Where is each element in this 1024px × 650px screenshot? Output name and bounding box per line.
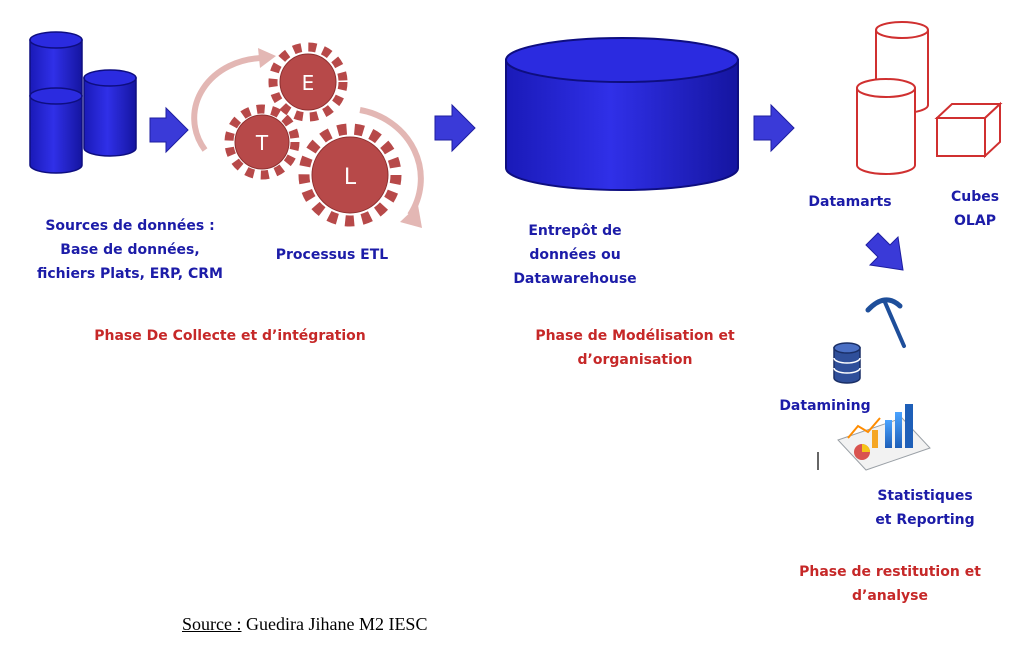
gear-e-icon: E [268,42,348,122]
phase-restitution-label: Phase de restitution et d’analyse [780,560,1000,608]
arrow-down-right-icon [865,232,904,271]
warehouse-label: Entrepôt de données ou Datawarehouse [490,219,660,291]
datamarts-icon [856,21,929,175]
phase-modelisation-line: Phase de Modélisation et [535,328,735,344]
statistics-chart-icon [817,404,931,471]
source-text: Guedira Jihane M2 IESC [241,614,428,634]
gear-t-icon: T [224,104,300,180]
phase-modelisation-label: Phase de Modélisation et d’organisation [515,324,755,372]
data-warehouse-icon [505,37,739,191]
source-prefix: Source : [182,614,242,634]
arrow-right-icon [753,103,795,153]
source-cylinder-back [83,69,137,157]
cubes-olap-label: Cubes OLAP [935,185,1015,233]
phase-restitution-line: d’analyse [852,588,928,604]
phase-collecte-label: Phase De Collecte et d’intégration [94,328,366,344]
pickaxe-icon [865,297,906,348]
warehouse-label-line: données ou [529,247,621,263]
database-stack-icon [833,342,861,384]
gear-t-letter: T [255,131,269,155]
cycle-arc [191,54,266,152]
cubes-label-line: OLAP [954,213,996,229]
source-cylinder-top [29,31,83,104]
gear-l-icon: L [298,123,402,227]
phase-restitution-line: Phase de restitution et [799,564,981,580]
cycle-arc [359,107,424,217]
warehouse-label-line: Entrepôt de [528,223,622,239]
statistics-label-line: et Reporting [875,512,975,528]
source-caption: Source : Guedira Jihane M2 IESC [182,614,427,635]
statistics-label-line: Statistiques [877,488,973,504]
statistics-label: Statistiques et Reporting [850,484,1000,532]
arrow-right-icon [149,106,189,154]
source-cylinder-bottom [29,87,83,174]
gear-e-letter: E [302,71,315,95]
datamining-label: Datamining [779,398,871,414]
phase-modelisation-line: d’organisation [577,352,693,368]
cycle-arc-head [400,205,422,228]
olap-cube-icon [934,101,1003,159]
sources-label-line: Sources de données : [45,218,215,234]
cycle-arc-head [258,48,276,68]
etl-process-icon: E T L [191,42,424,228]
datamarts-label: Datamarts [808,194,892,210]
cubes-label-line: Cubes [950,189,1000,205]
gear-l-letter: L [344,165,357,190]
datamining-icon [833,297,906,384]
sources-label-line: Base de données, [60,242,200,258]
data-sources-icon [29,31,137,174]
sources-label: Sources de données : Base de données, fi… [15,214,245,286]
datamart-cylinder-front [856,78,916,175]
arrow-right-icon [434,103,476,153]
sources-label-line: fichiers Plats, ERP, CRM [37,266,223,282]
warehouse-label-line: Datawarehouse [513,271,637,287]
etl-label: Processus ETL [275,247,389,263]
